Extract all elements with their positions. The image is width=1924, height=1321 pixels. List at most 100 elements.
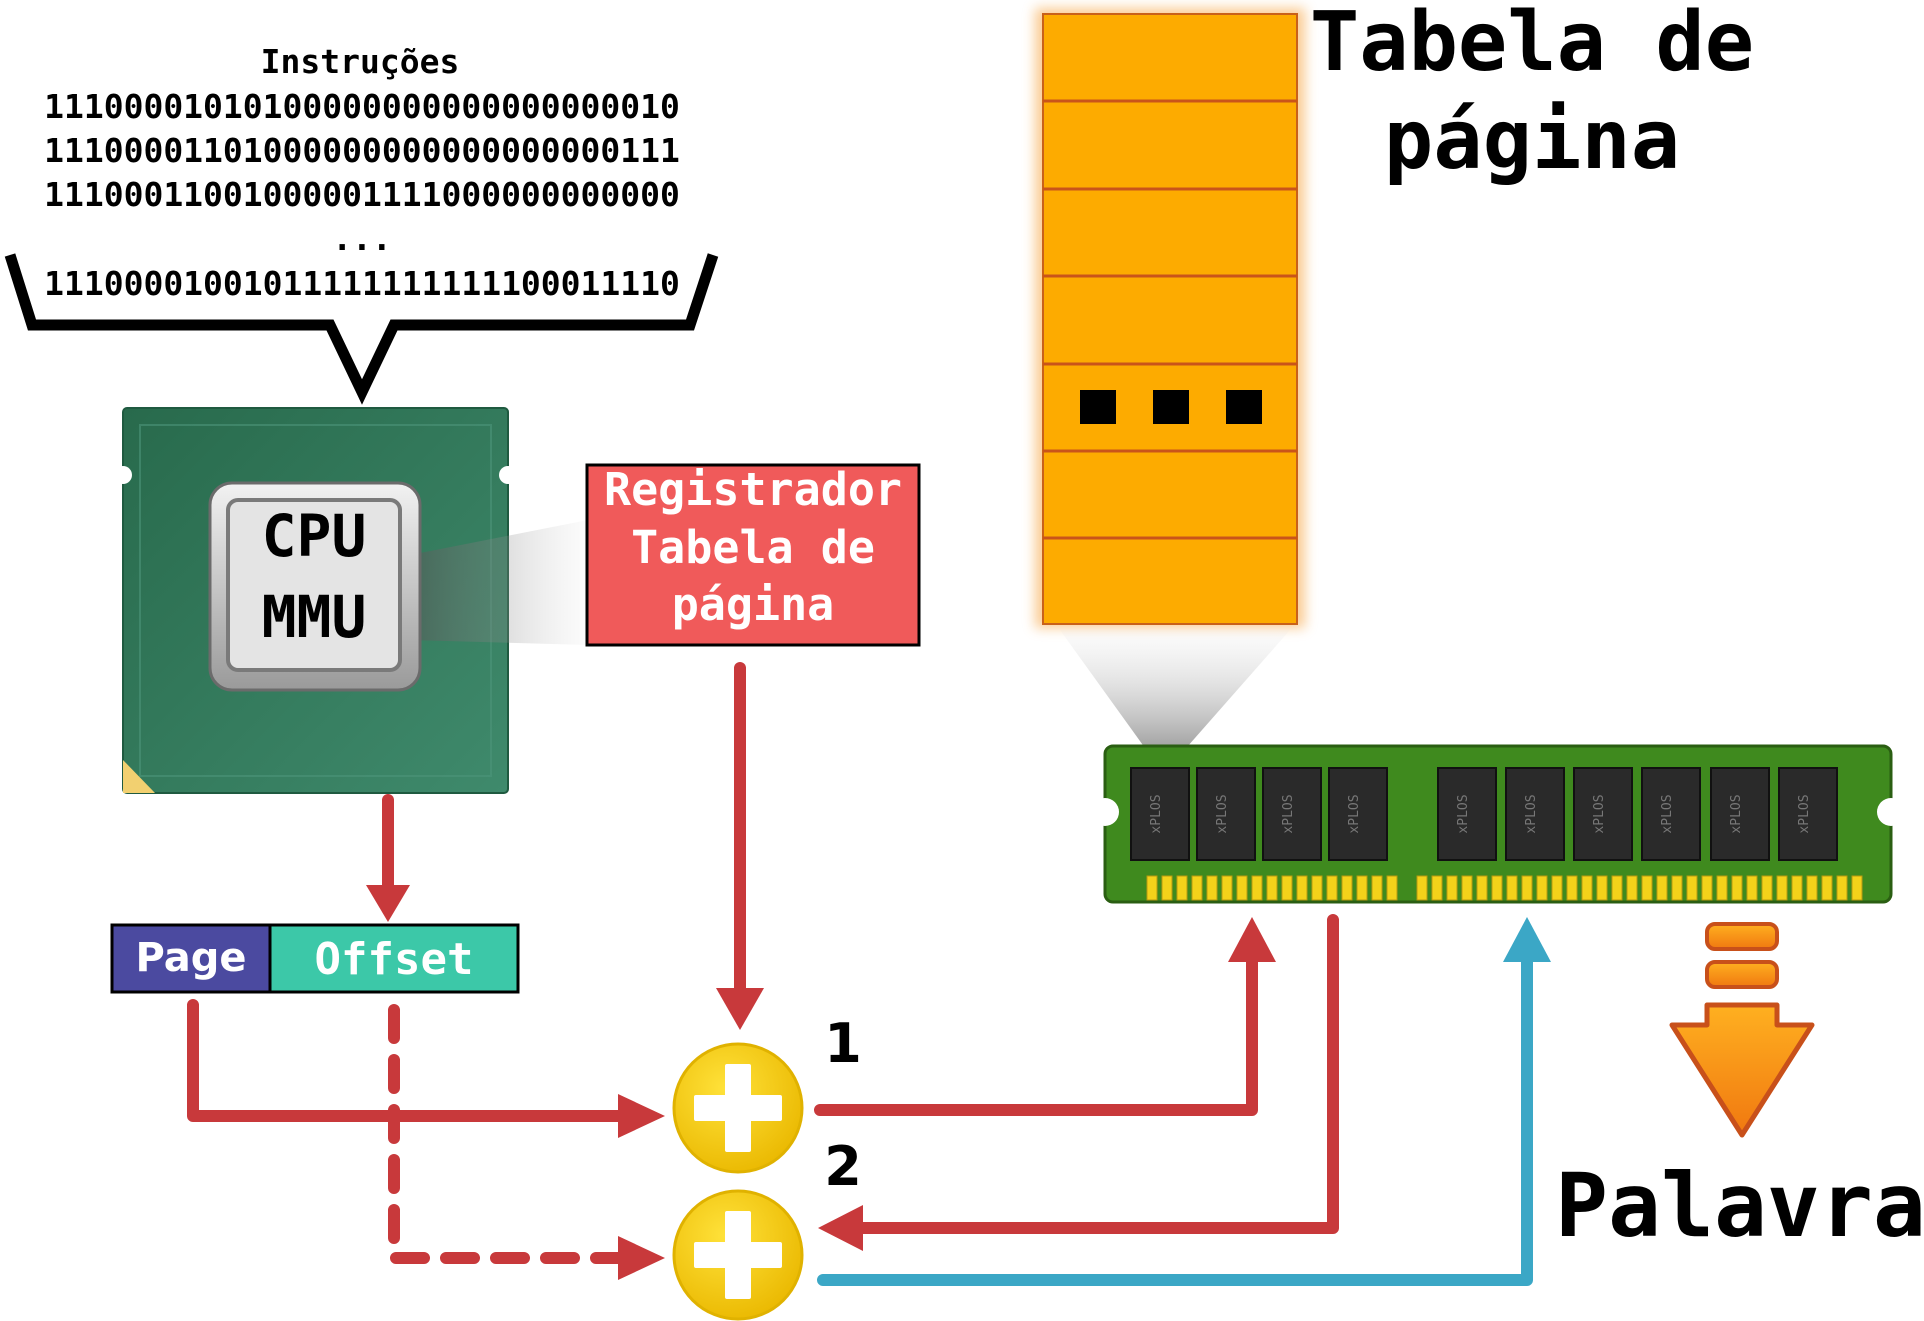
offset-label: Offset xyxy=(315,934,474,985)
ram-chip-label: xPLOS xyxy=(1281,794,1296,833)
arrow-adder2-to-ram xyxy=(817,954,1533,1286)
ram-pin xyxy=(1446,875,1458,901)
ram-chip-label: xPLOS xyxy=(1347,794,1362,833)
ram-chip-label: xPLOS xyxy=(1524,794,1539,833)
arrow-adder1-to-ram xyxy=(814,954,1258,1116)
ram-pin xyxy=(1851,875,1863,901)
register-line-3: página xyxy=(672,578,835,631)
instruction-ellipsis: ... xyxy=(332,219,392,258)
ram-pin xyxy=(1461,875,1473,901)
ram-pin xyxy=(1716,875,1728,901)
register-line-1: Registrador xyxy=(604,463,902,516)
ram-pin xyxy=(1311,875,1323,901)
instruction-line-2: 11100001101000000000000000000111 xyxy=(44,131,680,170)
offset-field xyxy=(268,923,520,994)
page-label: Page xyxy=(136,935,247,981)
ram-pin xyxy=(1266,875,1278,901)
arrow-page-to-adder1 xyxy=(187,999,626,1122)
ram-chip-label: xPLOS xyxy=(1797,794,1812,833)
ram-pin xyxy=(1176,875,1188,901)
page-table xyxy=(1035,8,1305,755)
page-table-register: Registrador Tabela de página xyxy=(585,463,921,647)
ram-chip: xPLOS xyxy=(1328,767,1388,861)
ram-pin xyxy=(1251,875,1263,901)
ram-pins xyxy=(1146,875,1863,901)
ram-pin xyxy=(1161,875,1173,901)
blue-arrowhead xyxy=(1503,917,1551,962)
instructions-title: Instruções xyxy=(261,42,460,81)
ram-pin xyxy=(1341,875,1353,901)
ram-chip-label: xPLOS xyxy=(1215,794,1230,833)
ram-chip: xPLOS xyxy=(1505,767,1565,861)
word-down-arrow xyxy=(1669,922,1815,1138)
mmu-to-register-beam xyxy=(410,520,588,645)
ram-pin xyxy=(1551,875,1563,901)
ram-chip: xPLOS xyxy=(1437,767,1497,861)
ram-pin xyxy=(1761,875,1773,901)
ram-chip: xPLOS xyxy=(1573,767,1633,861)
ram-pin xyxy=(1731,875,1743,901)
red-arrowheads xyxy=(366,885,1276,1280)
ram-chip: xPLOS xyxy=(1262,767,1322,861)
page-table-title-line-2: página xyxy=(1384,93,1680,188)
ram-pin xyxy=(1791,875,1803,901)
ram-pin xyxy=(1386,875,1398,901)
ram-pin xyxy=(1476,875,1488,901)
ram-pin xyxy=(1581,875,1593,901)
ram-pin xyxy=(1746,875,1758,901)
ram-chip: xPLOS xyxy=(1196,767,1256,861)
ram-pin xyxy=(1236,875,1248,901)
page-field xyxy=(110,923,272,994)
ram-chip: xPLOS xyxy=(1130,767,1190,861)
ram-chip: xPLOS xyxy=(1641,767,1701,861)
ram-pin xyxy=(1686,875,1698,901)
ram-pin xyxy=(1221,875,1233,901)
ram-pin xyxy=(1671,875,1683,901)
ram-pin xyxy=(1326,875,1338,901)
ram-chip-label: xPLOS xyxy=(1149,794,1164,833)
ram-pin xyxy=(1611,875,1623,901)
ram-pin xyxy=(1806,875,1818,901)
ram-chip-label: xPLOS xyxy=(1592,794,1607,833)
page-table-ellipsis xyxy=(1080,390,1262,424)
page-table-title-line-1: Tabela de xyxy=(1310,0,1754,90)
ram-pin xyxy=(1536,875,1548,901)
step-2-label: 2 xyxy=(824,1135,862,1198)
ram-pin xyxy=(1701,875,1713,901)
arrow-offset-to-adder2 xyxy=(388,1004,626,1264)
ram-pin xyxy=(1521,875,1533,901)
ram-module: xPLOS xPLOS xPLOS xPLOS xPLOS xPLOS xPLOS xPLOS… xyxy=(1091,744,1905,904)
register-line-2: Tabela de xyxy=(631,521,875,574)
ram-pin xyxy=(1431,875,1443,901)
mmu-label: MMU xyxy=(262,583,367,651)
ram-pin xyxy=(1836,875,1848,901)
word-label: Palavra xyxy=(1555,1154,1924,1257)
ram-pin xyxy=(1506,875,1518,901)
instruction-line-3: 11100011001000001111000000000000 xyxy=(44,175,680,214)
ram-chip-label: xPLOS xyxy=(1729,794,1744,833)
ram-pin xyxy=(1296,875,1308,901)
ram-pin xyxy=(1146,875,1158,901)
instruction-line-1: 11100001010100000000000000000010 xyxy=(44,87,680,126)
ram-chip: xPLOS xyxy=(1710,767,1770,861)
ram-pin xyxy=(1491,875,1503,901)
cpu-label: CPU xyxy=(262,502,367,570)
ram-pin xyxy=(1641,875,1653,901)
cpu-chip: CPU MMU xyxy=(114,407,588,794)
instruction-line-last: 11100001001011111111111100011110 xyxy=(44,264,680,303)
ram-pin xyxy=(1626,875,1638,901)
adder-1 xyxy=(672,1042,804,1174)
ram-pin xyxy=(1206,875,1218,901)
ram-pin xyxy=(1281,875,1293,901)
ram-pin xyxy=(1356,875,1368,901)
ram-pin xyxy=(1776,875,1788,901)
ram-pin xyxy=(1656,875,1668,901)
step-1-label: 1 xyxy=(824,1012,862,1075)
ram-chips: xPLOS xPLOS xPLOS xPLOS xPLOS xPLOS xPLOS xPLOS… xyxy=(1130,767,1838,861)
ram-chip-label: xPLOS xyxy=(1456,794,1471,833)
arrow-ram-to-adder2 xyxy=(854,914,1339,1234)
adder-2 xyxy=(672,1189,804,1321)
virtual-address: Page Offset xyxy=(110,923,520,994)
instructions-block: Instruções 11100001010100000000000000000… xyxy=(4,42,719,405)
